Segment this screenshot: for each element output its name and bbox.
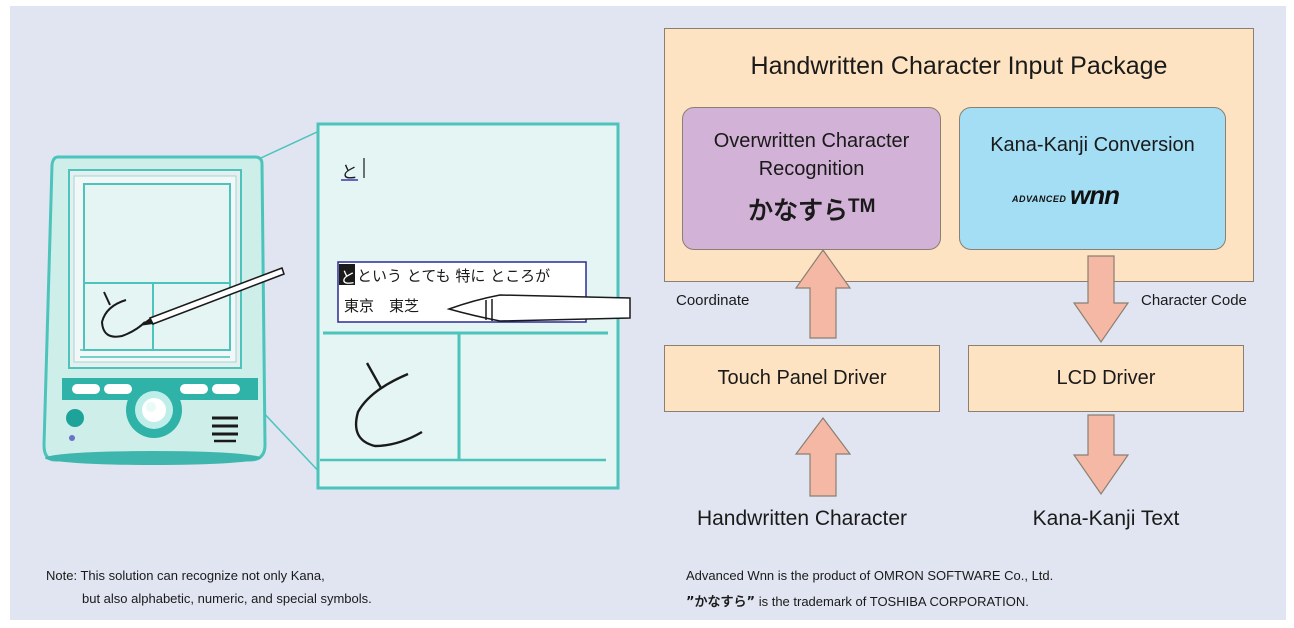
advanced-wnn-logo-small: ADVANCED <box>1012 194 1067 204</box>
recognition-line-1: Overwritten Character <box>713 130 910 152</box>
lcd-driver-box <box>968 345 1244 412</box>
pda-speaker <box>212 416 238 443</box>
lcd-driver-label: LCD Driver <box>1056 367 1156 389</box>
recognition-line-2: Recognition <box>758 158 865 180</box>
trademark-mark: TM <box>848 196 876 217</box>
trademark-statement: is the trademark of TOSHIBA CORPORATION. <box>755 594 1029 609</box>
pda-left-button <box>66 409 84 427</box>
zoom-handwritten-stroke <box>354 362 423 448</box>
pda-screen <box>83 183 231 351</box>
kanasura-quoted: ”かなすら” <box>686 595 756 610</box>
touch-panel-driver-label: Touch Panel Driver <box>717 367 887 389</box>
kana-kanji-text-label: Kana-Kanji Text <box>1032 507 1180 530</box>
note-left-line-1: Note: This solution can recognize not on… <box>46 568 325 583</box>
pda-illustration <box>42 122 631 490</box>
note-right-line-1: Advanced Wnn is the product of OMRON SOF… <box>686 568 1054 583</box>
kanasura-brand: かなすらTM <box>748 196 876 225</box>
zoom-stylus <box>446 294 631 322</box>
arrow-up-coordinate <box>794 248 852 339</box>
input-text: と <box>341 163 358 183</box>
note-right-line-2: ”かなすら” is the trademark of TOSHIBA CORPO… <box>686 591 1029 610</box>
selected-candidate-highlight <box>339 264 355 285</box>
arrow-down-kana-kanji <box>1072 414 1130 496</box>
advanced-wnn-logo: wnn <box>1070 180 1120 210</box>
package-title: Handwritten Character Input Package <box>750 52 1168 80</box>
selected-candidate[interactable]: と <box>340 268 357 287</box>
recognition-box <box>682 107 941 250</box>
pda-stylus <box>139 267 285 326</box>
candidate-list-row-1[interactable]: という とても 特に ところが <box>357 267 551 285</box>
pda-handwritten-stroke <box>100 291 146 338</box>
coordinate-label: Coordinate <box>676 292 750 309</box>
flow-arrows <box>794 248 1130 497</box>
pda-base <box>45 451 261 465</box>
arrow-down-character-code <box>1072 255 1130 344</box>
conversion-title: Kana-Kanji Conversion <box>990 134 1195 156</box>
candidate-list-row-2[interactable]: 東京 東芝 <box>344 297 420 315</box>
character-code-label: Character Code <box>1141 292 1247 309</box>
arrow-up-handwritten <box>794 417 852 497</box>
touch-panel-driver-box <box>664 345 940 412</box>
note-left-line-2: but also alphabetic, numeric, and specia… <box>82 591 372 606</box>
handwritten-character-label: Handwritten Character <box>696 507 908 530</box>
conversion-box <box>959 107 1226 250</box>
